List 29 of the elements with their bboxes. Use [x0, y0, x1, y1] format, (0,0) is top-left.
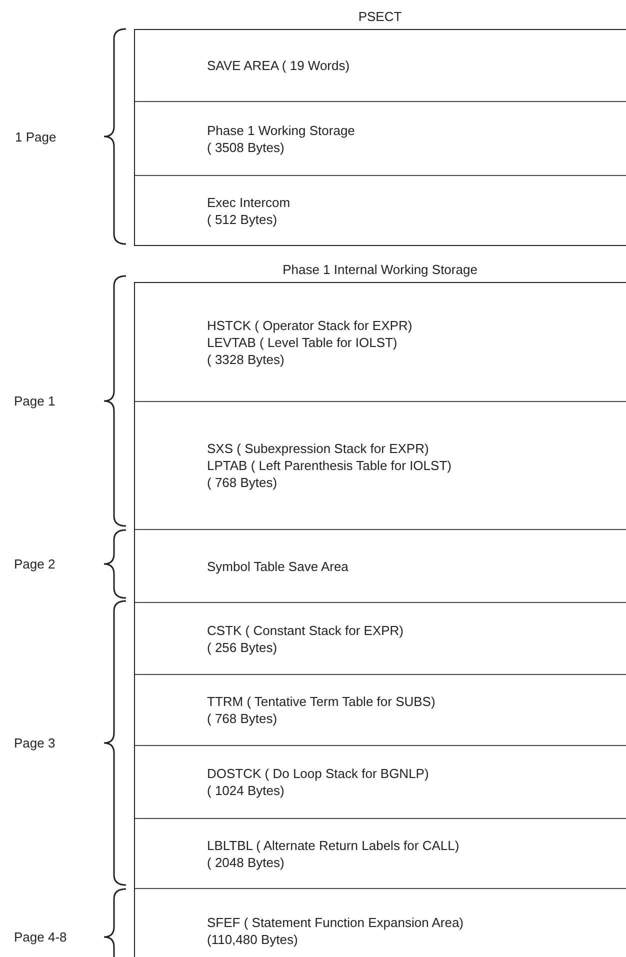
- row-text: DOSTCK ( Do Loop Stack for BGNLP): [207, 765, 429, 782]
- row-text: ( 1024 Bytes): [207, 782, 284, 799]
- row-text: SAVE AREA ( 19 Words): [207, 57, 350, 74]
- row-text: SXS ( Subexpression Stack for EXPR): [207, 440, 429, 457]
- row-text: LBLTBL ( Alternate Return Labels for CALL): [207, 836, 460, 854]
- page-label: Page 3: [14, 736, 56, 750]
- row-text: ( 3328 Bytes): [207, 350, 284, 368]
- row-text: ( 256 Bytes): [207, 638, 278, 656]
- row-text: ( 2048 Bytes): [207, 854, 284, 870]
- row-text: ( 768 Bytes): [207, 474, 278, 491]
- page-label: Page 1: [14, 394, 56, 408]
- row-text: Exec Intercom: [207, 194, 290, 210]
- row-text: ( 3508 Bytes): [207, 138, 284, 156]
- row-text: ( 512 Bytes): [207, 210, 278, 228]
- row-text: TTRM ( Tentative Term Table for SUBS): [207, 693, 436, 710]
- row-text: SFEF ( Statement Function Expansion Area): [207, 914, 464, 931]
- page-label: Page 2: [14, 556, 56, 572]
- page-label: 1 Page: [15, 129, 56, 144]
- block-heading: Phase 1 Internal Working Storage: [282, 262, 478, 277]
- row-text: LPTAB ( Left Parenthesis Table for IOLST): [207, 457, 452, 474]
- row-text: ( 768 Bytes): [207, 710, 278, 727]
- row-text: LEVTAB ( Level Table for IOLST): [207, 334, 398, 350]
- page-label: Page 4-8: [14, 930, 67, 944]
- row-text: CSTK ( Constant Stack for EXPR): [207, 622, 404, 638]
- row-text: Symbol Table Save Area: [207, 558, 348, 574]
- row-text: (110,480 Bytes): [207, 931, 298, 948]
- row-text: HSTCK ( Operator Stack for EXPR): [207, 316, 412, 334]
- row-text: Phase 1 Working Storage: [207, 122, 355, 138]
- block-heading: PSECT: [357, 9, 403, 24]
